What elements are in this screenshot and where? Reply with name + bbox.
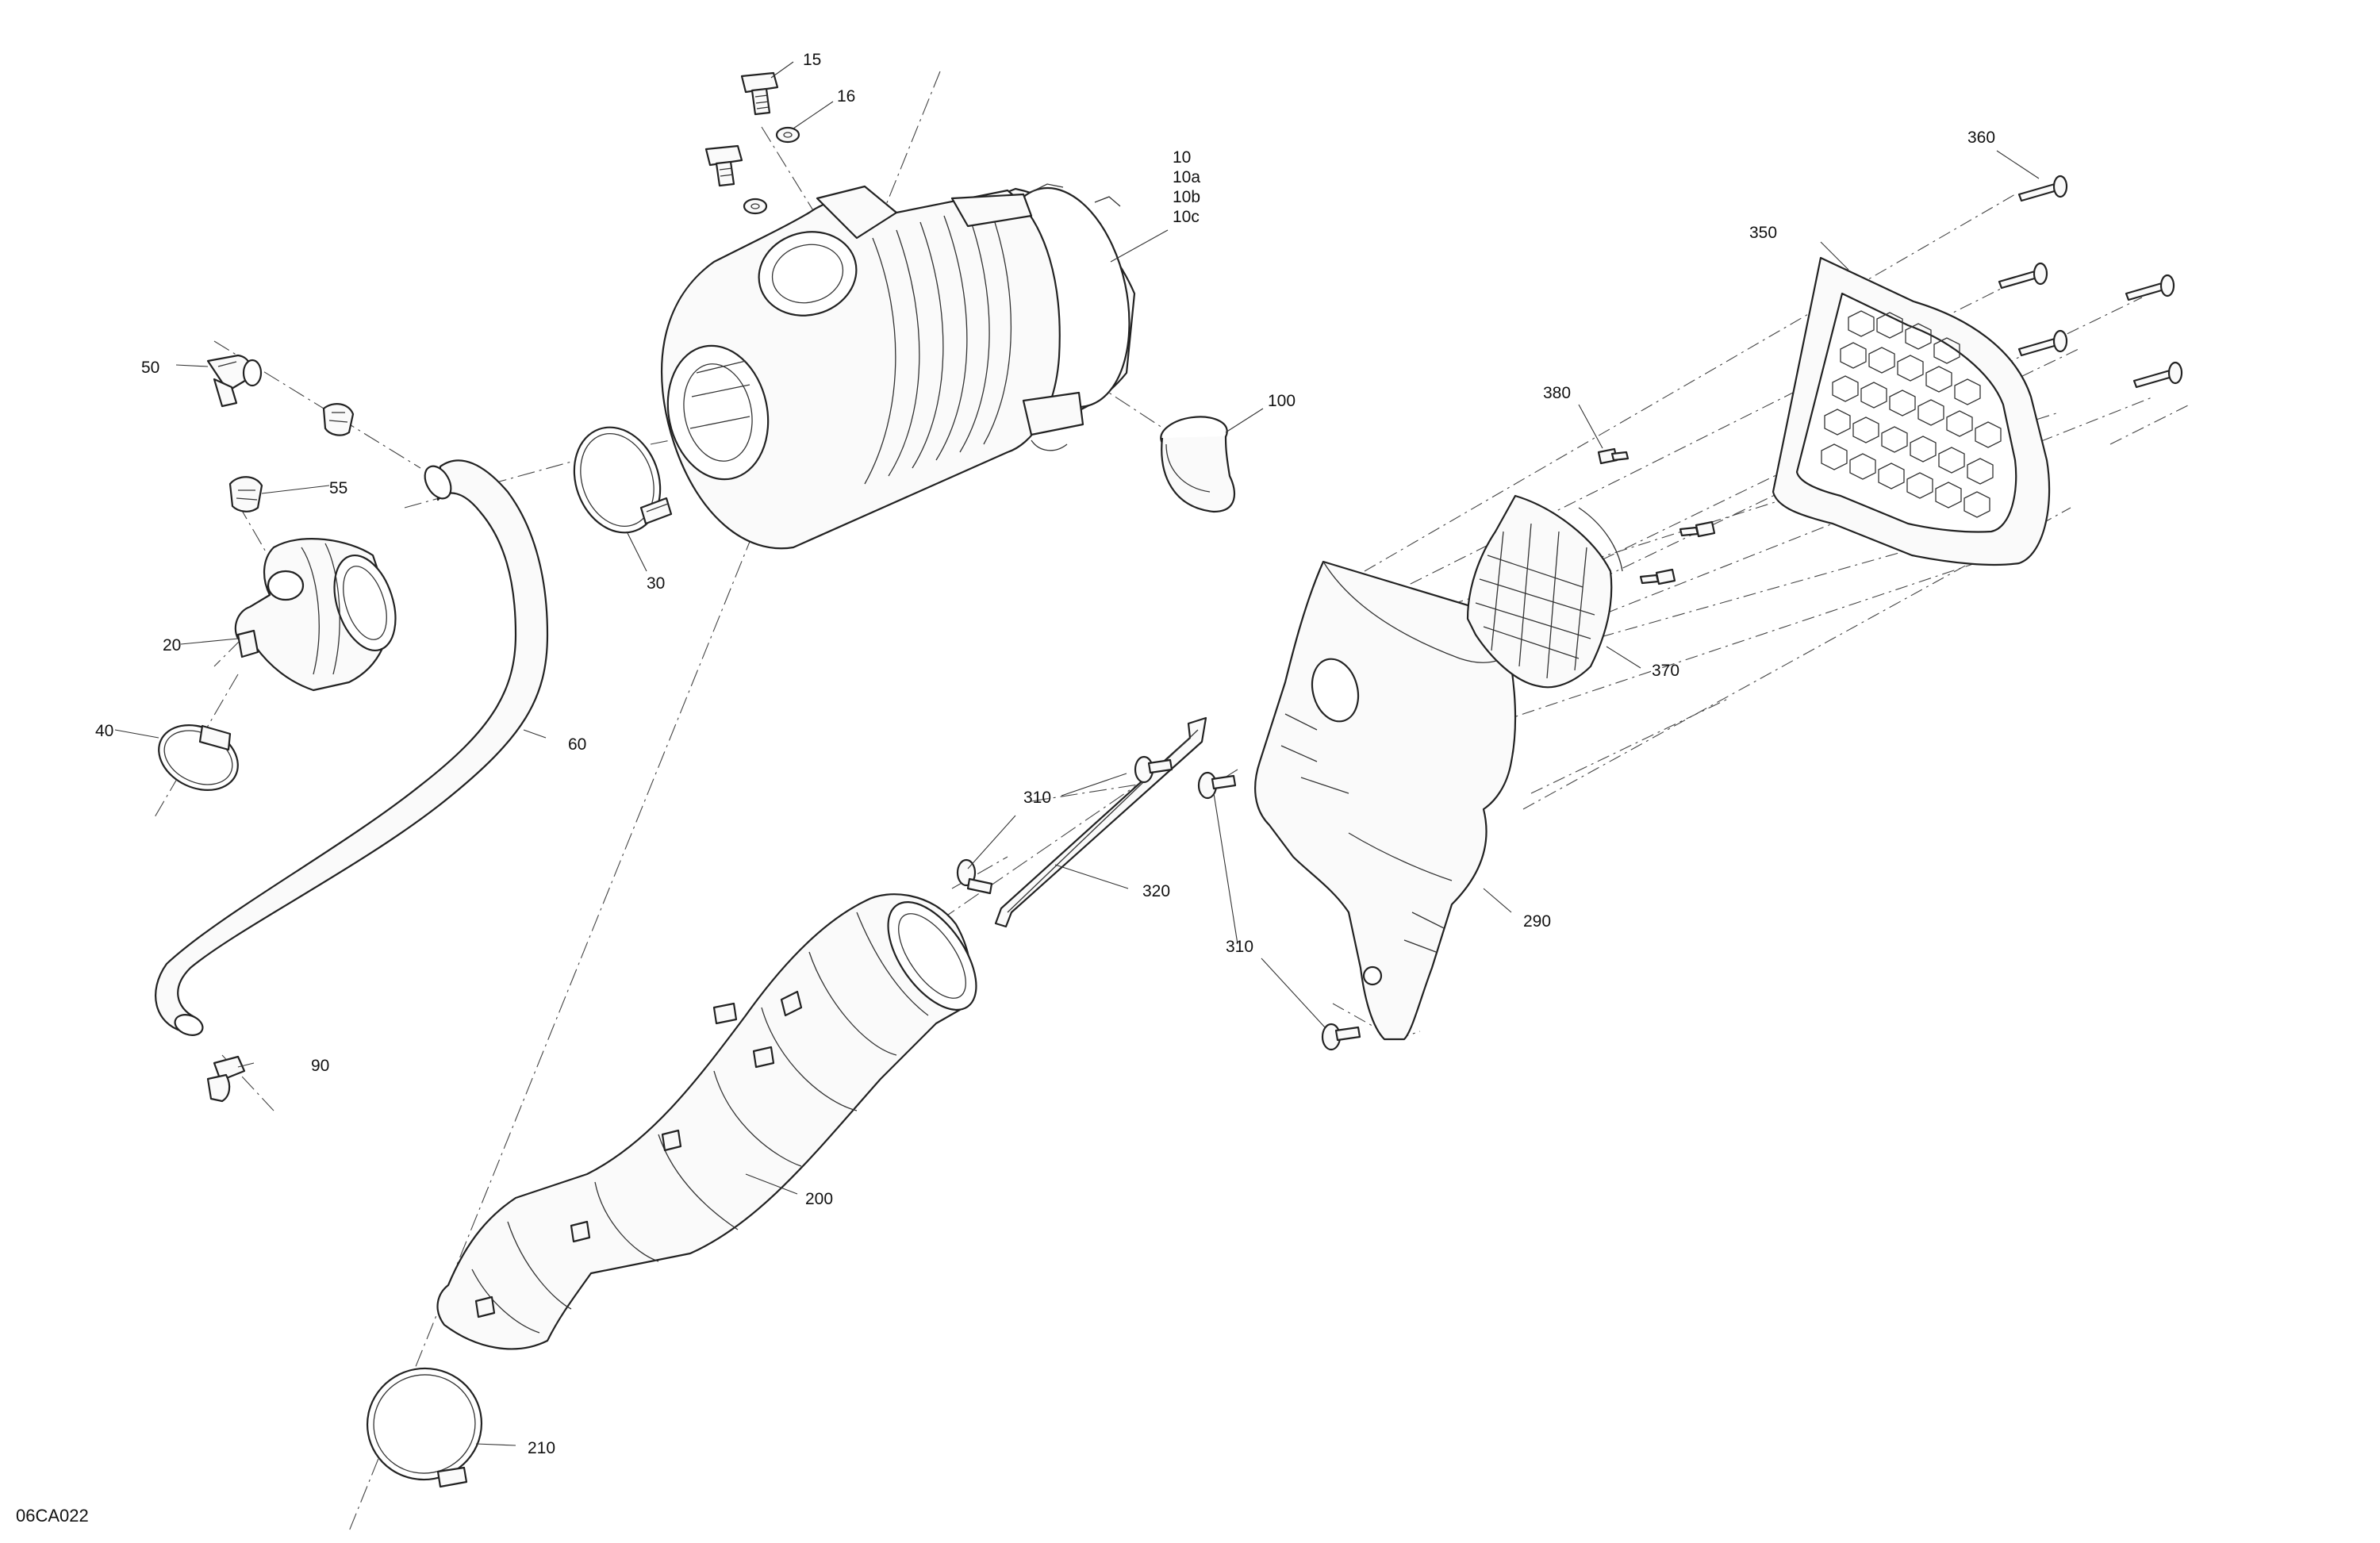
callout-210: 210 (528, 1439, 555, 1457)
hose-60-part (155, 459, 549, 1036)
push-rivet-310-upper-part (1134, 755, 1173, 784)
adapter-20-part (234, 538, 397, 692)
elbow-fitting-50-part (206, 354, 263, 408)
air-filter-housing-10-part (660, 183, 1136, 550)
callout-350: 350 (1749, 224, 1777, 242)
screw-380-c-part (1639, 568, 1676, 585)
hose-clamp-55-part (228, 476, 263, 512)
clip-90-part (206, 1055, 246, 1103)
screw-360-d-part (2017, 329, 2068, 357)
callout-10b: 10b (1173, 188, 1200, 206)
grille-screen-350-part (1772, 256, 2051, 566)
intake-duct-200-part (436, 893, 977, 1350)
washer-16-part (775, 126, 800, 144)
callout-370: 370 (1652, 662, 1679, 680)
inner-grille-370-part (1466, 494, 1623, 689)
callout-50: 50 (141, 359, 159, 377)
screw-15-part (740, 71, 779, 116)
callout-90: 90 (311, 1057, 329, 1075)
push-rivet-310-lower-part (1321, 1023, 1361, 1051)
callout-100: 100 (1268, 392, 1296, 410)
callout-10a: 10a (1173, 168, 1200, 186)
callout-360: 360 (1967, 129, 1995, 147)
hose-clamp-upper-part (322, 403, 355, 436)
vacuator-valve-100-part (1160, 416, 1236, 513)
callout-60: 60 (568, 735, 586, 754)
clamp-210-part (366, 1367, 483, 1488)
screw-360-e-part (2132, 361, 2183, 389)
callout-55: 55 (329, 479, 347, 497)
callout-290: 290 (1523, 912, 1551, 931)
callout-200: 200 (805, 1190, 833, 1208)
screw-360-b-part (1998, 262, 2048, 290)
push-rivet-310-mid-part (1197, 771, 1237, 800)
callout-16: 16 (837, 87, 855, 106)
callout-40: 40 (95, 722, 113, 740)
push-rivet-310-left-part (956, 858, 993, 895)
screw-380-part (1597, 447, 1630, 465)
strap-320-part (994, 716, 1207, 928)
clamp-40-part (158, 724, 239, 791)
callout-15: 15 (803, 51, 821, 69)
callout-310-upper: 310 (1023, 789, 1051, 807)
screw-secondary-part (704, 144, 743, 187)
screw-360-a-part (2017, 175, 2068, 202)
screw-380-b-part (1679, 520, 1716, 538)
screw-360-c-part (2125, 274, 2175, 301)
callout-labels: 15 16 10 10a 10b 10c 50 55 20 40 30 60 9… (16, 51, 1995, 1526)
callout-310-lower: 310 (1226, 938, 1253, 956)
callout-leaders (114, 61, 2040, 1446)
callout-380: 380 (1543, 384, 1571, 402)
clamp-30-part (573, 426, 673, 534)
callout-20: 20 (163, 636, 181, 654)
callout-10: 10 (1173, 148, 1191, 167)
drawing-reference: 06CA022 (16, 1506, 89, 1526)
callout-30: 30 (647, 574, 665, 593)
cover-290-part (1254, 560, 1517, 1041)
washer-secondary-part (743, 198, 768, 215)
callout-320: 320 (1142, 882, 1170, 900)
callout-10c: 10c (1173, 208, 1200, 226)
